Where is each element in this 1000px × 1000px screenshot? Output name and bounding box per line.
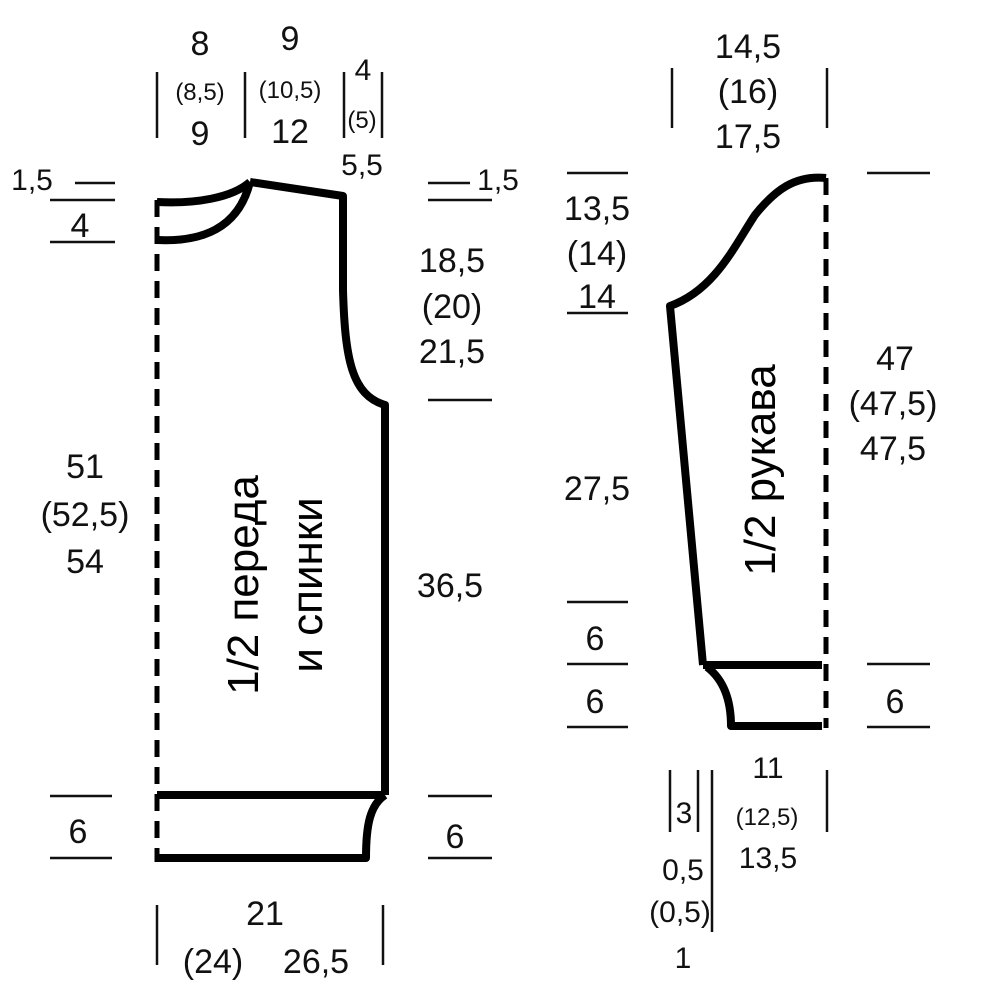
- body-rib-right-label: 6: [446, 818, 465, 856]
- body-front-neck: [156, 180, 254, 245]
- shoulder-width-3: 12: [271, 113, 309, 151]
- sleeve-total-3: 47,5: [860, 430, 926, 468]
- body-title: 1/2 переда и спинки: [219, 475, 332, 695]
- body-length-1: 51: [66, 448, 104, 486]
- cuff-step-1: 0,5: [662, 854, 704, 887]
- body-length-3: 54: [66, 543, 104, 581]
- body-width-3: 26,5: [283, 943, 349, 981]
- cuff-width-2: (12,5): [736, 804, 799, 831]
- shoulder-drop-1: 4: [355, 54, 372, 87]
- side-length-label: 36,5: [417, 567, 483, 605]
- shoulder-small-label: 1,5: [477, 164, 519, 197]
- cuff-width-1: 11: [752, 752, 783, 785]
- cap-height-1: 13,5: [564, 190, 630, 228]
- body-rib-left-label: 6: [69, 813, 88, 851]
- sleeve-rib-left-label: 6: [586, 683, 605, 721]
- cap-height-3: 14: [578, 278, 616, 316]
- cuff-step-3: 1: [675, 942, 692, 975]
- body-panel: 8 (8,5) 9 9 (10,5) 12 4 (5) 5,5 1,5 4 51…: [11, 20, 519, 981]
- neck-width-2: (8,5): [175, 79, 224, 106]
- neck-small-label: 1,5: [11, 164, 53, 197]
- body-length-2: (52,5): [41, 496, 130, 534]
- shoulder-width-2: (10,5): [259, 77, 322, 104]
- sleeve-title: 1/2 рукава: [736, 364, 785, 576]
- sleeve-outline: [666, 173, 827, 666]
- neck-width-3: 9: [191, 115, 210, 153]
- sleeve-total-2: (47,5): [849, 385, 938, 423]
- cap-height-2: (14): [567, 235, 627, 273]
- sleeve-title-text: 1/2 рукава: [736, 364, 785, 576]
- shoulder-drop-2: (5): [347, 107, 376, 134]
- body-back-neck: [156, 178, 253, 207]
- sleeve-length-label: 27,5: [564, 470, 630, 508]
- cap-width-3: 17,5: [715, 118, 781, 156]
- cuff-width-3: 13,5: [739, 842, 797, 875]
- sleeve-straight-label: 6: [586, 620, 605, 658]
- cap-width-1: 14,5: [715, 28, 781, 66]
- shoulder-drop-3: 5,5: [341, 149, 383, 182]
- armhole-3: 21,5: [419, 333, 485, 371]
- cuff-inset-label: 3: [676, 797, 693, 830]
- neck-depth-label: 4: [71, 207, 90, 245]
- body-outline: [249, 178, 389, 795]
- sleeve-rib-right-label: 6: [886, 683, 905, 721]
- body-width-1: 21: [246, 895, 284, 933]
- sleeve-panel: 14,5 (16) 17,5 13,5 (14) 14 27,5 6 6 47 …: [564, 28, 938, 975]
- body-title-line2: и спинки: [283, 497, 332, 672]
- shoulder-width-1: 9: [281, 20, 300, 58]
- armhole-2: (20): [422, 288, 482, 326]
- neck-width-1: 8: [191, 25, 210, 63]
- cap-width-2: (16): [718, 73, 778, 111]
- sleeve-cuff: [704, 663, 822, 730]
- body-hem: [157, 791, 388, 862]
- armhole-1: 18,5: [419, 242, 485, 280]
- body-title-line1: 1/2 переда: [219, 475, 268, 695]
- sleeve-total-1: 47: [876, 340, 914, 378]
- cuff-step-2: (0,5): [649, 896, 711, 929]
- body-width-2: (24): [183, 943, 243, 981]
